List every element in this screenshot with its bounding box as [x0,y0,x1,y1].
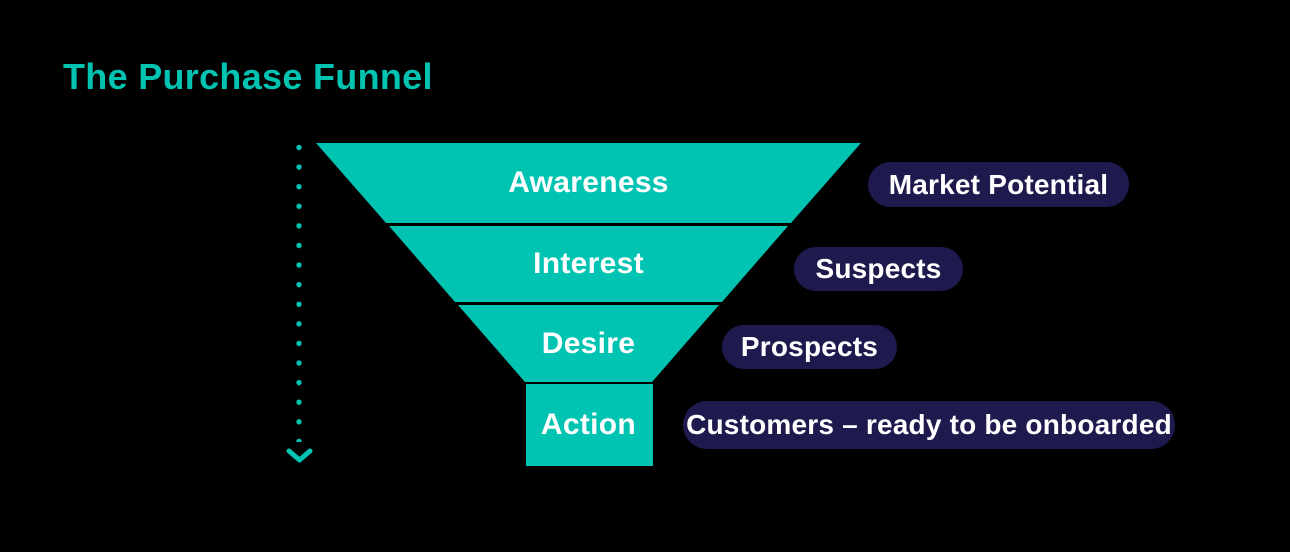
funnel-stage-action [526,384,653,466]
arrow-down-icon [286,448,313,463]
funnel-stage-label-interest: Interest [533,247,644,280]
annotation-pill-suspects: Suspects [794,247,963,291]
annotation-pill-market-potential: Market Potential [868,162,1129,207]
funnel: Awareness Interest Desire Action [316,143,861,466]
page-title: The Purchase Funnel [63,56,433,97]
funnel-stage-awareness [316,143,861,223]
funnel-stage-interest [389,226,788,302]
funnel-stage-label-awareness: Awareness [508,166,669,199]
flow-dotted-line [296,144,302,442]
funnel-stage-label-desire: Desire [541,326,636,360]
annotation-pill-prospects: Prospects [722,325,897,369]
annotation-pill-customers: Customers – ready to be onboarded [683,401,1175,449]
funnel-stage-label-action: Action [540,408,637,441]
